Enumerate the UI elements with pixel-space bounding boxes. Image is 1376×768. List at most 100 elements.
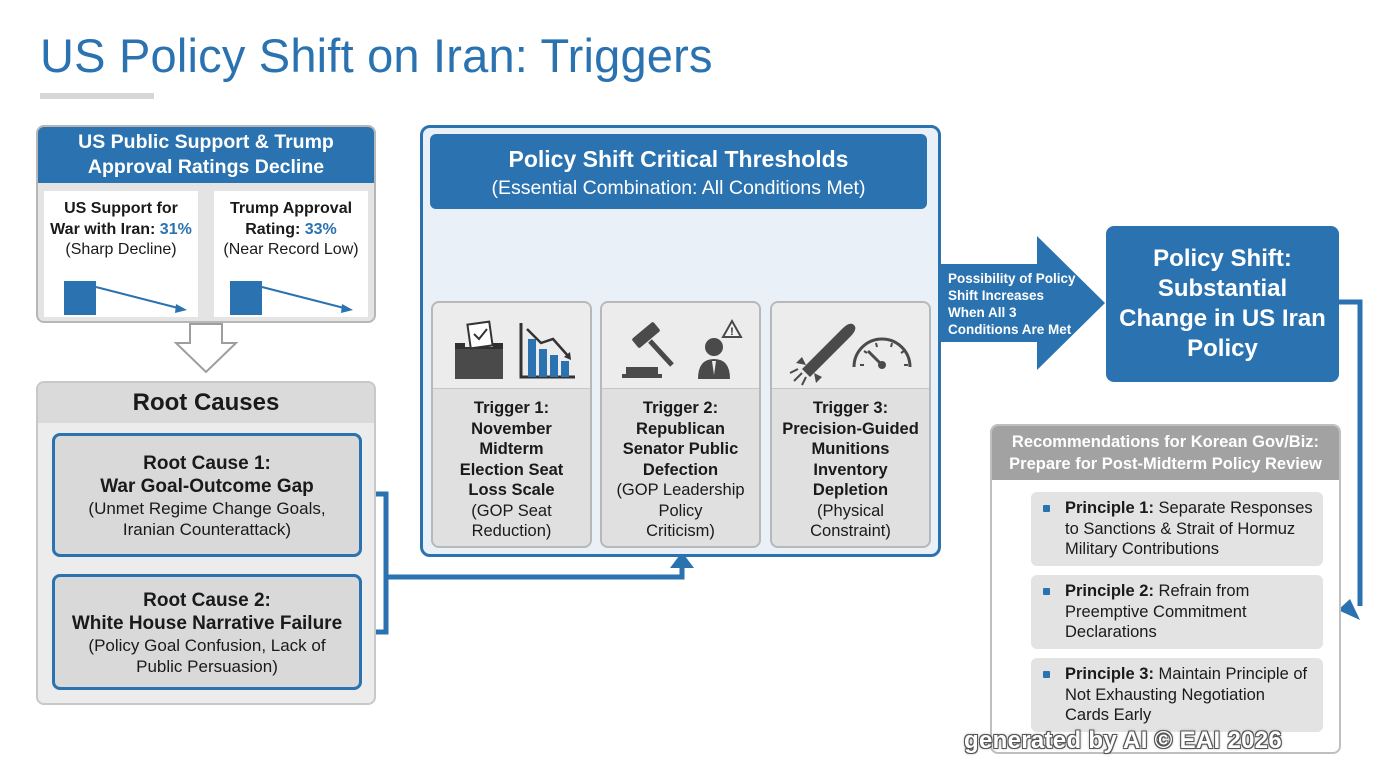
root-cause-1-desc-line1: (Unmet Regime Change Goals, <box>88 499 326 518</box>
recommendation-item-3: Principle 3: Maintain Principle of Not E… <box>1031 658 1323 732</box>
thresholds-header: Policy Shift Critical Thresholds (Essent… <box>430 134 927 209</box>
war-support-card: US Support for War with Iran: 31% (Sharp… <box>44 191 198 317</box>
watermark: generated by AI © EAI 2026 <box>964 727 1283 754</box>
recommendation-2-text: Declarations <box>1065 623 1157 641</box>
trigger-1-note: (GOP Seat <box>471 501 552 520</box>
declining-bar-chart-icon <box>519 323 575 379</box>
war-support-trend-icon <box>95 286 187 313</box>
public-support-panel: US Public Support & Trump Approval Ratin… <box>36 125 376 323</box>
root-to-trigger-arrowhead <box>670 552 694 568</box>
recommendation-2-text: Preemptive Commitment <box>1065 602 1247 621</box>
war-support-note: (Sharp Decline) <box>65 241 177 258</box>
recommendation-1-label: Principle 1: <box>1065 499 1154 517</box>
trigger-3-note: (Physical <box>817 501 884 520</box>
root-causes-panel: Root Causes Root Cause 1: War Goal-Outco… <box>36 381 376 705</box>
recommendation-item-1: Principle 1: Separate Responses to Sanct… <box>1031 492 1323 566</box>
trigger-1-label: Trigger 1: <box>473 399 550 417</box>
result-to-recs-connector <box>1339 299 1363 606</box>
bullet-icon <box>1043 671 1050 678</box>
root-cause-2-subtitle: White House Narrative Failure <box>71 613 343 634</box>
trigger-2-label: Trigger 2: <box>642 399 719 417</box>
public-support-header-line2: Approval Ratings Decline <box>87 156 325 178</box>
trigger-3-label: Trigger 3: <box>812 399 889 417</box>
trigger-1-icons <box>433 303 590 389</box>
recommendations-header: Recommendations for Korean Gov/Biz: Prep… <box>992 426 1339 480</box>
trump-approval-value: 33% <box>304 220 337 238</box>
arrow-label-line: Shift Increases <box>948 288 1045 303</box>
recommendation-3-text: Maintain Principle of <box>1153 665 1308 683</box>
trigger-1-line: Loss Scale <box>468 481 555 499</box>
root-cause-1-title: Root Cause 1: <box>143 453 271 474</box>
ballot-box-icon <box>455 320 503 379</box>
root-cause-1: Root Cause 1: War Goal-Outcome Gap (Unme… <box>52 433 362 557</box>
recommendation-item-2: Principle 2: Refrain from Preemptive Com… <box>1031 575 1323 649</box>
page-title: US Policy Shift on Iran: Triggers <box>40 29 713 82</box>
policy-shift-result: Policy Shift: Substantial Change in US I… <box>1106 226 1339 382</box>
war-support-label: War with Iran: <box>50 220 160 238</box>
trigger-2-line: Senator Public <box>622 440 739 458</box>
trigger-1-text: Trigger 1: November Midterm Election Sea… <box>433 398 590 542</box>
recommendation-1-text: Military Contributions <box>1065 540 1220 558</box>
result-line: Substantial <box>1157 275 1288 302</box>
arrow-label-line: Conditions Are Met <box>948 322 1072 337</box>
root-cause-2-desc-line1: (Policy Goal Confusion, Lack of <box>88 636 326 655</box>
trigger-2-line: Republican <box>636 419 725 438</box>
trigger-3-line: Depletion <box>812 481 889 499</box>
arrow-label: Possibility of Policy Shift Increases Wh… <box>948 270 1083 338</box>
gauge-icon <box>852 337 912 369</box>
trigger-1-note: Reduction) <box>471 522 552 540</box>
trump-approval-trend-icon <box>261 286 353 313</box>
result-to-recs-arrowhead <box>1338 599 1360 620</box>
root-cause-2-desc-line2: Public Persuasion) <box>136 657 278 676</box>
trigger-3-line: Precision-Guided <box>782 419 919 438</box>
recommendation-1-text: to Sanctions & Strait of Hormuz <box>1065 519 1296 538</box>
war-support-line1: US Support for <box>64 200 178 217</box>
trigger-2-line: Defection <box>642 460 719 479</box>
war-support-value: 31% <box>159 220 192 238</box>
root-cause-2-title: Root Cause 2: <box>143 590 271 611</box>
root-cause-1-subtitle: War Goal-Outcome Gap <box>100 476 314 497</box>
public-support-header: US Public Support & Trump Approval Ratin… <box>38 127 374 183</box>
trump-approval-label: Rating: <box>245 220 305 238</box>
result-line: Policy Shift: <box>1153 245 1292 272</box>
trump-approval-bar <box>230 281 262 315</box>
recommendations-header-line1: Recommendations for Korean Gov/Biz: <box>1011 433 1320 451</box>
trump-approval-line1: Trump Approval <box>229 200 353 217</box>
public-support-header-line1: US Public Support & Trump <box>78 131 334 153</box>
trigger-3-text: Trigger 3: Precision-Guided Munitions In… <box>772 398 929 542</box>
recommendation-1-text: Separate Responses <box>1153 499 1313 517</box>
root-to-trigger-connector <box>386 565 685 580</box>
trigger-3-icons <box>772 303 929 389</box>
big-right-arrow <box>940 236 1105 370</box>
trigger-1-line: Midterm <box>479 440 544 458</box>
recommendation-2-label: Principle 2: <box>1065 582 1154 600</box>
trigger-3-card: Trigger 3: Precision-Guided Munitions In… <box>770 301 931 548</box>
thresholds-title: Policy Shift Critical Thresholds <box>508 146 849 172</box>
recommendation-2-text: Refrain from <box>1153 582 1250 600</box>
recommendation-3-label: Principle 3: <box>1065 665 1154 683</box>
arrow-label-line: When All 3 <box>948 305 1017 320</box>
trump-approval-note: (Near Record Low) <box>223 241 359 258</box>
trigger-3-line: Munitions <box>811 440 890 458</box>
trigger-3-line: Inventory <box>813 460 888 479</box>
missile-icon <box>789 323 856 386</box>
trigger-2-note: Criticism) <box>646 522 715 540</box>
recommendations-header-line2: Prepare for Post-Midterm Policy Review <box>1009 455 1322 473</box>
arrow-label-line: Possibility of Policy <box>948 271 1076 286</box>
war-support-bar <box>64 281 96 315</box>
recommendation-3-text: Not Exhausting Negotiation <box>1065 685 1265 704</box>
root-causes-header: Root Causes <box>38 383 374 423</box>
bullet-icon <box>1043 505 1050 512</box>
thresholds-subtitle: (Essential Combination: All Conditions M… <box>491 177 866 199</box>
trigger-2-note: Policy <box>658 501 703 520</box>
down-hollow-arrow <box>173 323 239 374</box>
trigger-2-text: Trigger 2: Republican Senator Public Def… <box>602 398 759 542</box>
trigger-2-note: (GOP Leadership <box>616 481 745 499</box>
title-underline <box>40 93 154 99</box>
svg-text:!: ! <box>730 326 734 338</box>
senator-warning-icon: ! <box>698 318 743 379</box>
trump-approval-card: Trump Approval Rating: 33% (Near Record … <box>214 191 368 317</box>
root-cause-2: Root Cause 2: White House Narrative Fail… <box>52 574 362 690</box>
trigger-1-line: November <box>471 419 552 438</box>
gavel-icon <box>622 322 674 378</box>
